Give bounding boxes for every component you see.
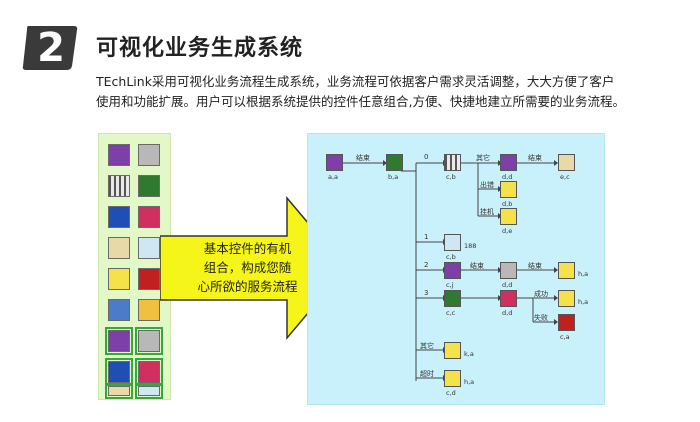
description-line-1: TEchLink采用可视化业务流程生成系统，业务流程可依据客户需求灵活调整，大大… <box>96 74 615 89</box>
node-caption-ca: c,a <box>560 333 570 341</box>
edge-label: 结束 <box>528 262 542 270</box>
keypad-icon[interactable] <box>108 175 130 197</box>
node-caption-d4: d,d <box>502 281 513 289</box>
arrow-caption-line-3: 心所欲的服务流程 <box>197 279 298 294</box>
bolt-node-icon[interactable] <box>500 181 517 198</box>
tape-node-icon[interactable] <box>500 262 517 279</box>
edge-label: 0 <box>424 153 429 161</box>
edge-label: 结束 <box>356 154 370 162</box>
counter-icon[interactable] <box>108 206 130 228</box>
play-icon[interactable] <box>105 327 133 355</box>
arrow-caption-line-1: 基本控件的有机 <box>203 241 292 256</box>
modem-node-icon[interactable] <box>444 234 461 251</box>
edge-label: 2 <box>424 261 429 269</box>
edge-label: 成功 <box>534 290 548 298</box>
counter-icon[interactable] <box>105 358 133 386</box>
printer-icon[interactable] <box>135 358 163 386</box>
modem-icon[interactable] <box>138 237 160 259</box>
node-caption-b: b,a <box>388 173 399 181</box>
play-icon[interactable] <box>108 144 130 166</box>
node-caption-hi: h,a <box>464 378 475 386</box>
phone-icon[interactable] <box>105 383 133 399</box>
node-caption-h1: h,a <box>578 270 589 278</box>
bolt-node-icon[interactable] <box>558 262 575 279</box>
hangup-node-icon[interactable] <box>558 314 575 331</box>
node-caption-c1: c,b <box>446 173 456 181</box>
node-caption-d1: d,d <box>502 173 513 181</box>
step-number: 2 <box>37 25 65 71</box>
node-caption-k1: k,a <box>464 350 474 358</box>
hangup-icon[interactable] <box>138 268 160 290</box>
fax-icon[interactable] <box>138 299 160 321</box>
node-caption-cd: c,d <box>446 389 456 397</box>
record-node-icon[interactable] <box>444 290 461 307</box>
edge-label: 其它 <box>420 342 434 350</box>
node-caption-cj: c,j <box>446 281 454 289</box>
description-line-2: 使用和功能扩展。用户可以根据系统提供的控件任意组合,方便、快捷地建立所需要的业务… <box>96 94 625 109</box>
edge-label: 结束 <box>470 262 484 270</box>
node-caption-e1: e,c <box>560 173 570 181</box>
edge-label: 挂机 <box>480 208 494 216</box>
node-caption-d3: d,e <box>502 227 513 235</box>
record-node-icon[interactable] <box>386 154 403 171</box>
flowchart-panel: a,a b,a c,b d,d e,c d,b d,e c,b 188 c,j … <box>307 133 605 405</box>
step-number-badge <box>22 26 78 70</box>
edge-label: 超时 <box>420 370 434 378</box>
edge-label: 结束 <box>528 154 542 162</box>
arrow-caption: 基本控件的有机 组合，构成您随 心所欲的服务流程 <box>180 239 315 296</box>
bolt-node-icon[interactable] <box>558 290 575 307</box>
bolt-icon[interactable] <box>108 268 130 290</box>
record-icon[interactable] <box>138 175 160 197</box>
edge-label: 其它 <box>476 154 490 162</box>
node-caption-d2: d,b <box>502 200 513 208</box>
computer-icon[interactable] <box>108 299 130 321</box>
node-caption-cc: c,c <box>446 309 456 317</box>
play-node-icon[interactable] <box>500 154 517 171</box>
bolt-node-icon[interactable] <box>444 370 461 387</box>
modem-icon[interactable] <box>135 383 163 399</box>
tape-icon[interactable] <box>135 327 163 355</box>
bolt-node-icon[interactable] <box>500 208 517 225</box>
node-caption-cb: c,b <box>446 253 456 261</box>
node-caption-188: 188 <box>464 242 477 250</box>
keypad-node-icon[interactable] <box>444 154 461 171</box>
node-caption-h2: h,a <box>578 298 589 306</box>
printer-node-icon[interactable] <box>500 290 517 307</box>
edge-label: 出错 <box>480 181 494 189</box>
play-node-icon[interactable] <box>444 262 461 279</box>
edge-label: 3 <box>424 289 429 297</box>
printer-icon[interactable] <box>138 206 160 228</box>
node-caption-dd: d,d <box>502 309 513 317</box>
phone-icon[interactable] <box>108 237 130 259</box>
edge-label: 失败 <box>534 314 548 322</box>
edge-label: 1 <box>424 233 429 241</box>
arrow-caption-line-2: 组合，构成您随 <box>203 260 292 275</box>
phone-node-icon[interactable] <box>558 154 575 171</box>
tape-icon[interactable] <box>138 144 160 166</box>
bolt-node-icon[interactable] <box>444 342 461 359</box>
play-node-icon[interactable] <box>326 154 343 171</box>
node-caption-a: a,a <box>328 173 339 181</box>
page-title: 可视化业务生成系统 <box>96 36 304 61</box>
